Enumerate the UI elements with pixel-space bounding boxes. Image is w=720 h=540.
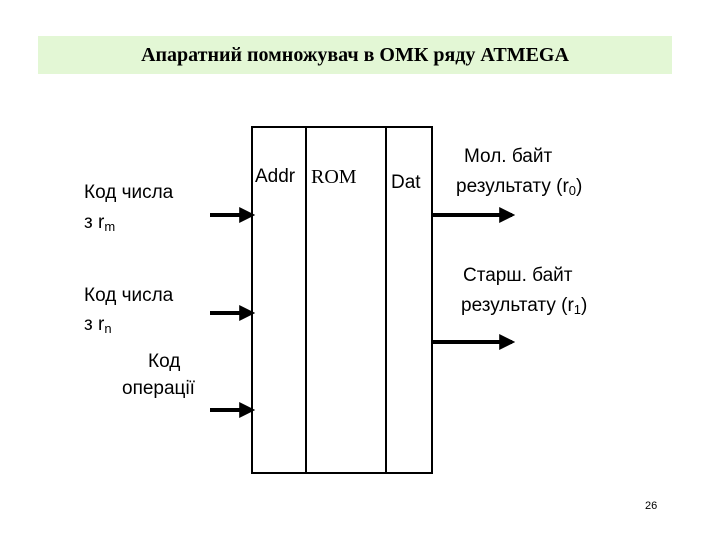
output-label-r1-line2: результату (r1)	[461, 295, 588, 317]
input-label-rn-line1: Код числа	[84, 285, 174, 306]
title-bar: Апаратний помножувач в ОМК ряду ATMEGA	[38, 36, 672, 74]
rom-label: ROM	[311, 166, 357, 188]
input-label-rm-line1: Код числа	[84, 182, 174, 203]
page-title: Апаратний помножувач в ОМК ряду ATMEGA	[141, 43, 569, 66]
output-label-r1-line1: Старш. байт	[463, 265, 573, 286]
input-label-op-line1: Код	[148, 351, 181, 372]
rom-block	[251, 126, 433, 474]
output-label-r0-line1: Мол. байт	[464, 146, 553, 167]
input-label-op-line2: операції	[122, 378, 195, 399]
output-label-r0-line2: результату (r0)	[456, 176, 583, 198]
dat-label: Dat	[391, 172, 421, 193]
addr-label: Addr	[255, 166, 296, 187]
input-label-rm-line2: з rm	[84, 212, 116, 234]
input-label-rn-line2: з rn	[84, 314, 112, 336]
page-number: 26	[645, 500, 658, 512]
